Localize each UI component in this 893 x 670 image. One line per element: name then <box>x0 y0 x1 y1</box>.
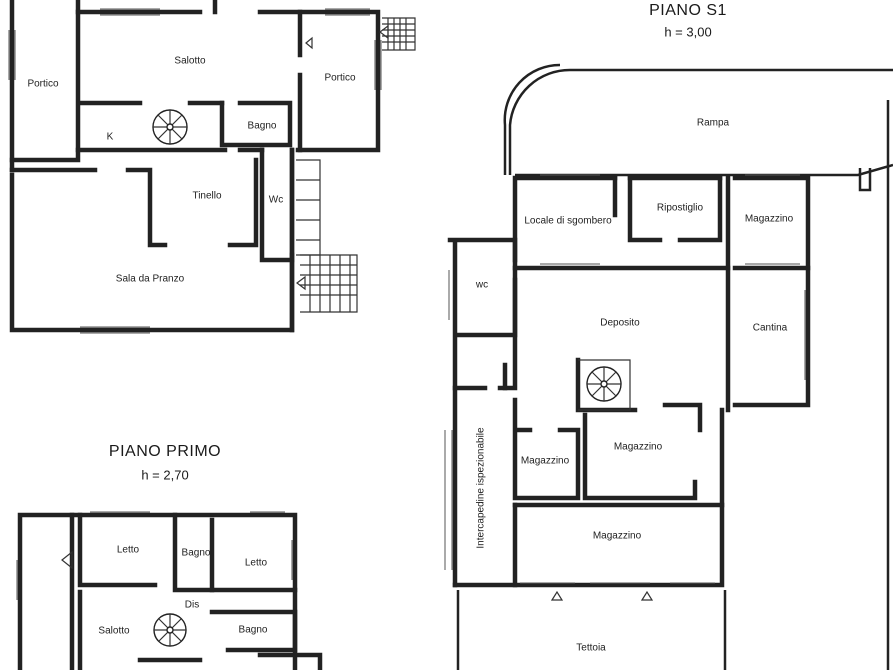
room-label-wc-s1: wc <box>475 279 489 291</box>
basement-floor-plan <box>444 63 893 670</box>
room-label-portico-right: Portico <box>324 72 356 84</box>
floor-title-primo: PIANO PRIMO <box>108 443 222 460</box>
room-label-kitchen: K <box>106 131 114 143</box>
room-label-tinello: Tinello <box>192 190 222 202</box>
room-label-salotto-primo: Salotto <box>98 625 130 637</box>
room-label-dis: Dis <box>184 599 200 611</box>
room-label-rampa: Rampa <box>696 117 730 129</box>
room-label-sala-pranzo: Sala da Pranzo <box>115 273 185 285</box>
room-label-bagno-primo-bottom: Bagno <box>238 624 268 636</box>
room-label-bagno-primo-top: Bagno <box>181 547 211 559</box>
room-label-magazzino-small: Magazzino <box>520 455 570 467</box>
room-label-portico-left: Portico <box>27 78 59 90</box>
first-floor-plan <box>16 511 323 670</box>
floor-title-s1: PIANO S1 <box>649 2 727 19</box>
floor-height-s1: h = 3,00 <box>664 24 712 40</box>
room-label-salotto-ground: Salotto <box>174 55 206 67</box>
room-label-wc-ground: Wc <box>268 194 284 206</box>
room-label-letto-2: Letto <box>244 557 268 569</box>
room-label-locale-sgombero: Locale di sgombero <box>524 215 612 227</box>
floor-height-primo: h = 2,70 <box>141 467 189 483</box>
room-label-tettoia: Tettoia <box>576 642 606 654</box>
ground-floor-plan <box>8 0 416 334</box>
room-label-ripostiglio: Ripostiglio <box>656 202 704 214</box>
room-label-bagno-ground: Bagno <box>247 120 277 132</box>
room-label-magazzino-mid: Magazzino <box>613 441 663 453</box>
room-label-magazzino-bottom: Magazzino <box>592 530 642 542</box>
room-label-deposito: Deposito <box>600 317 640 329</box>
room-label-letto-1: Letto <box>116 544 140 556</box>
room-label-intercapedine: Intercapedine ispezionabile <box>475 427 487 549</box>
room-label-cantina: Cantina <box>752 322 788 334</box>
room-label-magazzino-top: Magazzino <box>744 213 794 225</box>
